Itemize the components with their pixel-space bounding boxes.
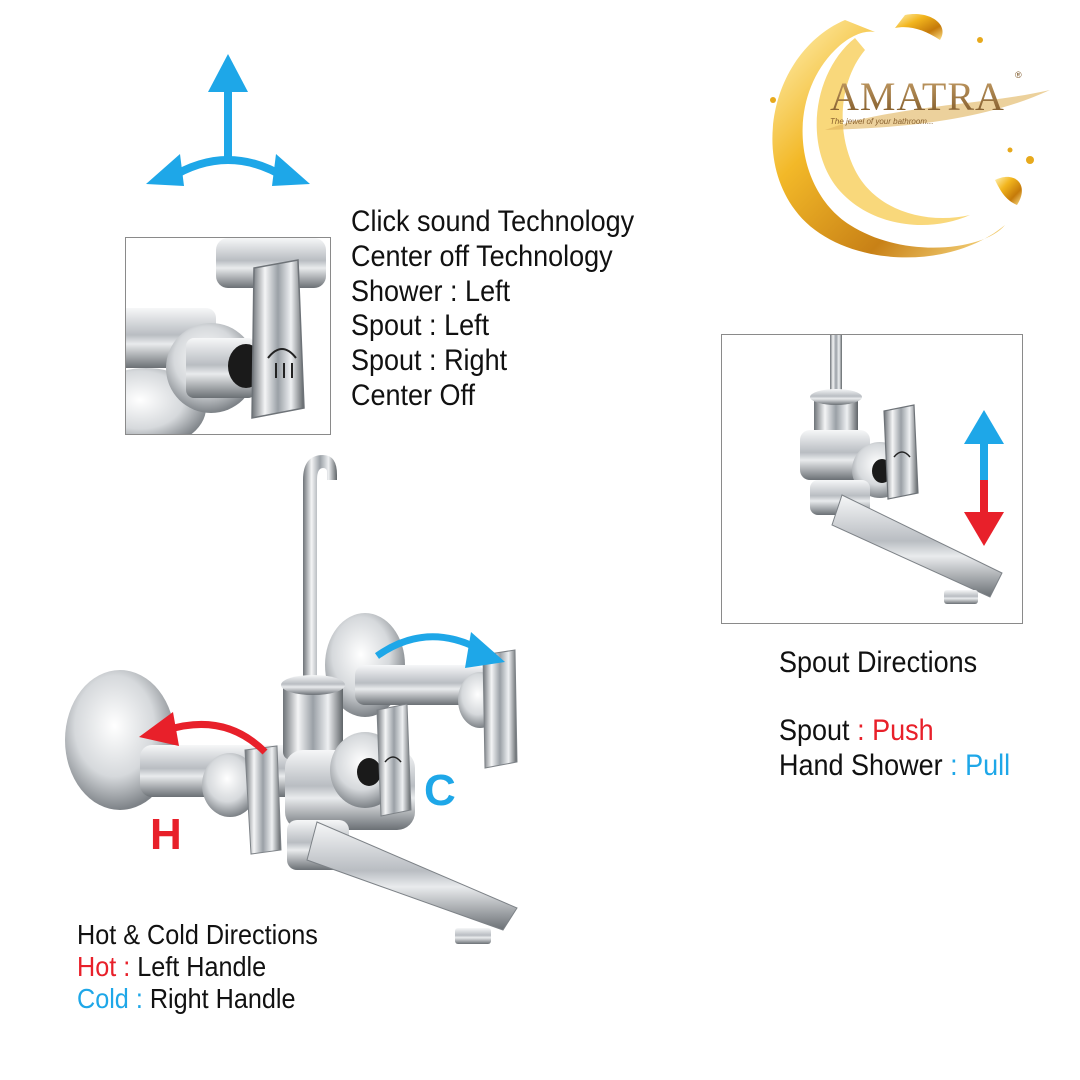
cold-line: Cold : Right Handle	[77, 983, 318, 1015]
spout-directions-title: Spout Directions	[779, 646, 978, 679]
spout-closeup-image	[721, 334, 1023, 624]
spout-sep: :	[849, 714, 873, 747]
hot-line: Hot : Left Handle	[77, 951, 318, 983]
spout-label: Spout	[779, 714, 850, 747]
hand-shower-label: Hand Shower	[779, 749, 943, 782]
hot-label: Hot :	[77, 951, 131, 982]
wall-mixer-faucet-image	[65, 455, 518, 944]
feature-item: Shower : Left	[351, 274, 511, 308]
hand-shower-sep: :	[942, 749, 966, 782]
hot-value: Left Handle	[130, 951, 267, 982]
feature-list: Click sound Technology Center off Techno…	[351, 205, 666, 414]
cold-label: Cold :	[77, 983, 143, 1014]
spout-push-line: Spout : Push	[779, 714, 934, 748]
feature-item: Center Off	[351, 378, 476, 412]
push-pull-arrow-icon	[964, 410, 1004, 546]
brand-registered: ®	[1015, 70, 1022, 80]
cold-letter: C	[424, 766, 456, 815]
hot-cold-directions: Hot & Cold Directions Hot : Left Handle …	[77, 919, 345, 1015]
feature-item: Spout : Left	[351, 309, 490, 343]
hand-shower-pull-line: Hand Shower : Pull	[779, 749, 1010, 783]
feature-item: Center off Technology	[351, 239, 613, 273]
hand-shower-value: Pull	[965, 749, 1011, 782]
hot-cold-title: Hot & Cold Directions	[77, 919, 318, 950]
feature-item: Spout : Right	[351, 344, 508, 378]
spout-value: Push	[872, 714, 934, 747]
cold-value: Right Handle	[142, 983, 296, 1014]
hot-letter: H	[150, 810, 182, 859]
brand-tagline: The jewel of your bathroom...	[830, 117, 934, 126]
feature-item: Click sound Technology	[351, 205, 635, 238]
brand-name: AMATRA	[830, 74, 1005, 119]
amatra-logo: AMATRA ® The jewel of your bathroom...	[770, 14, 1050, 258]
handle-closeup-image	[125, 237, 331, 435]
three-way-arrow-icon	[146, 54, 310, 186]
